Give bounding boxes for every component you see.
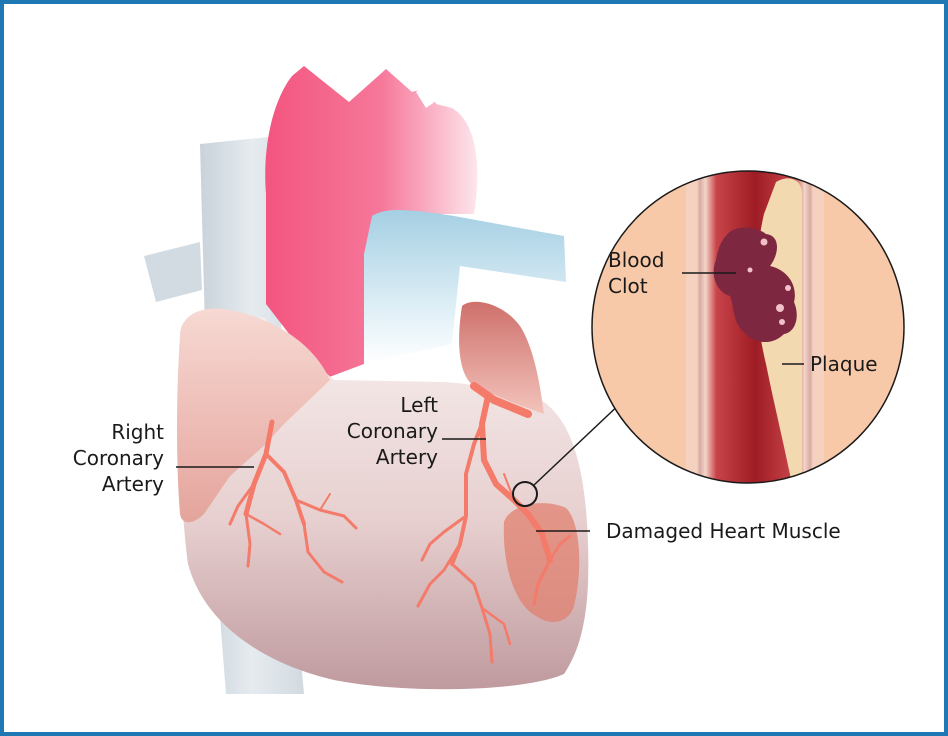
- heart-diagram: [4, 4, 948, 736]
- label-right-coronary-artery: Right Coronary Artery: [44, 419, 164, 497]
- label-plaque: Plaque: [810, 351, 878, 377]
- vena-cava-branch: [144, 242, 202, 302]
- label-left-coronary-artery: Left Coronary Artery: [304, 392, 438, 470]
- label-damaged-heart-muscle: Damaged Heart Muscle: [606, 518, 841, 544]
- zoom-view: [584, 164, 914, 494]
- label-blood-clot: Blood Clot: [608, 247, 664, 299]
